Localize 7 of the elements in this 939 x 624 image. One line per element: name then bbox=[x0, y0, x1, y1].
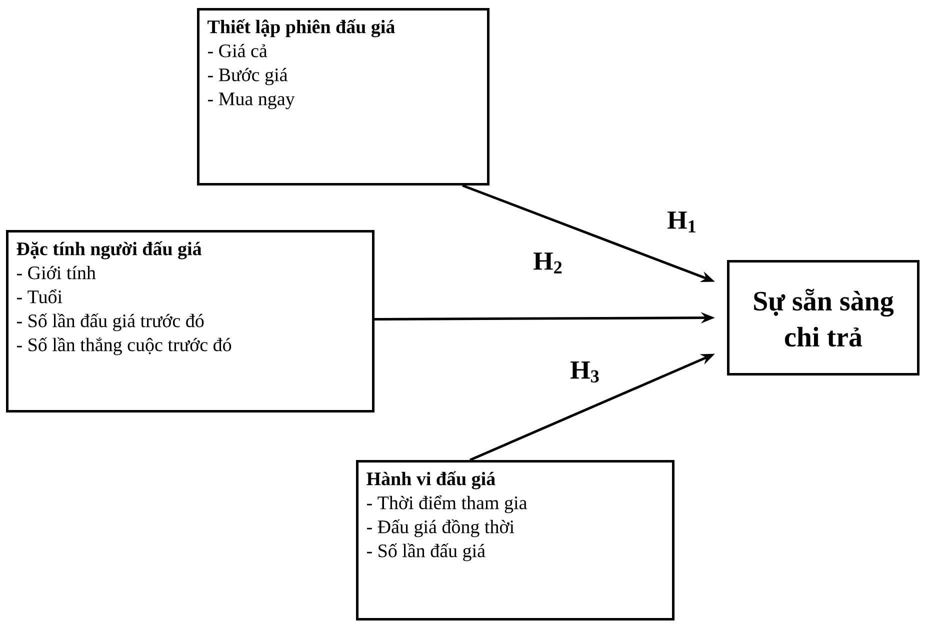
factor-box: Hành vi đấu giá - Thời điểm tham gia - Đấu giá đồng thời - Số lần đấu giá bbox=[356, 460, 674, 620]
factor-box: Đặc tính người đấu giá - Giới tính - Tuổi - Số lần đấu giá trước đó - Số lần thắng cuộc trước đó bbox=[6, 230, 374, 412]
factor-box: Thiết lập phiên đấu giá - Giá cả - Bước giá - Mua ngay bbox=[197, 8, 490, 186]
outcome-box: Sự sẵn sàng chi trả bbox=[727, 260, 920, 376]
edge-label: H$_{1}$ bbox=[666, 210, 698, 234]
edge-label: H$_{2}$ bbox=[532, 252, 564, 274]
edge-label: H$_{3}$ bbox=[569, 360, 601, 384]
